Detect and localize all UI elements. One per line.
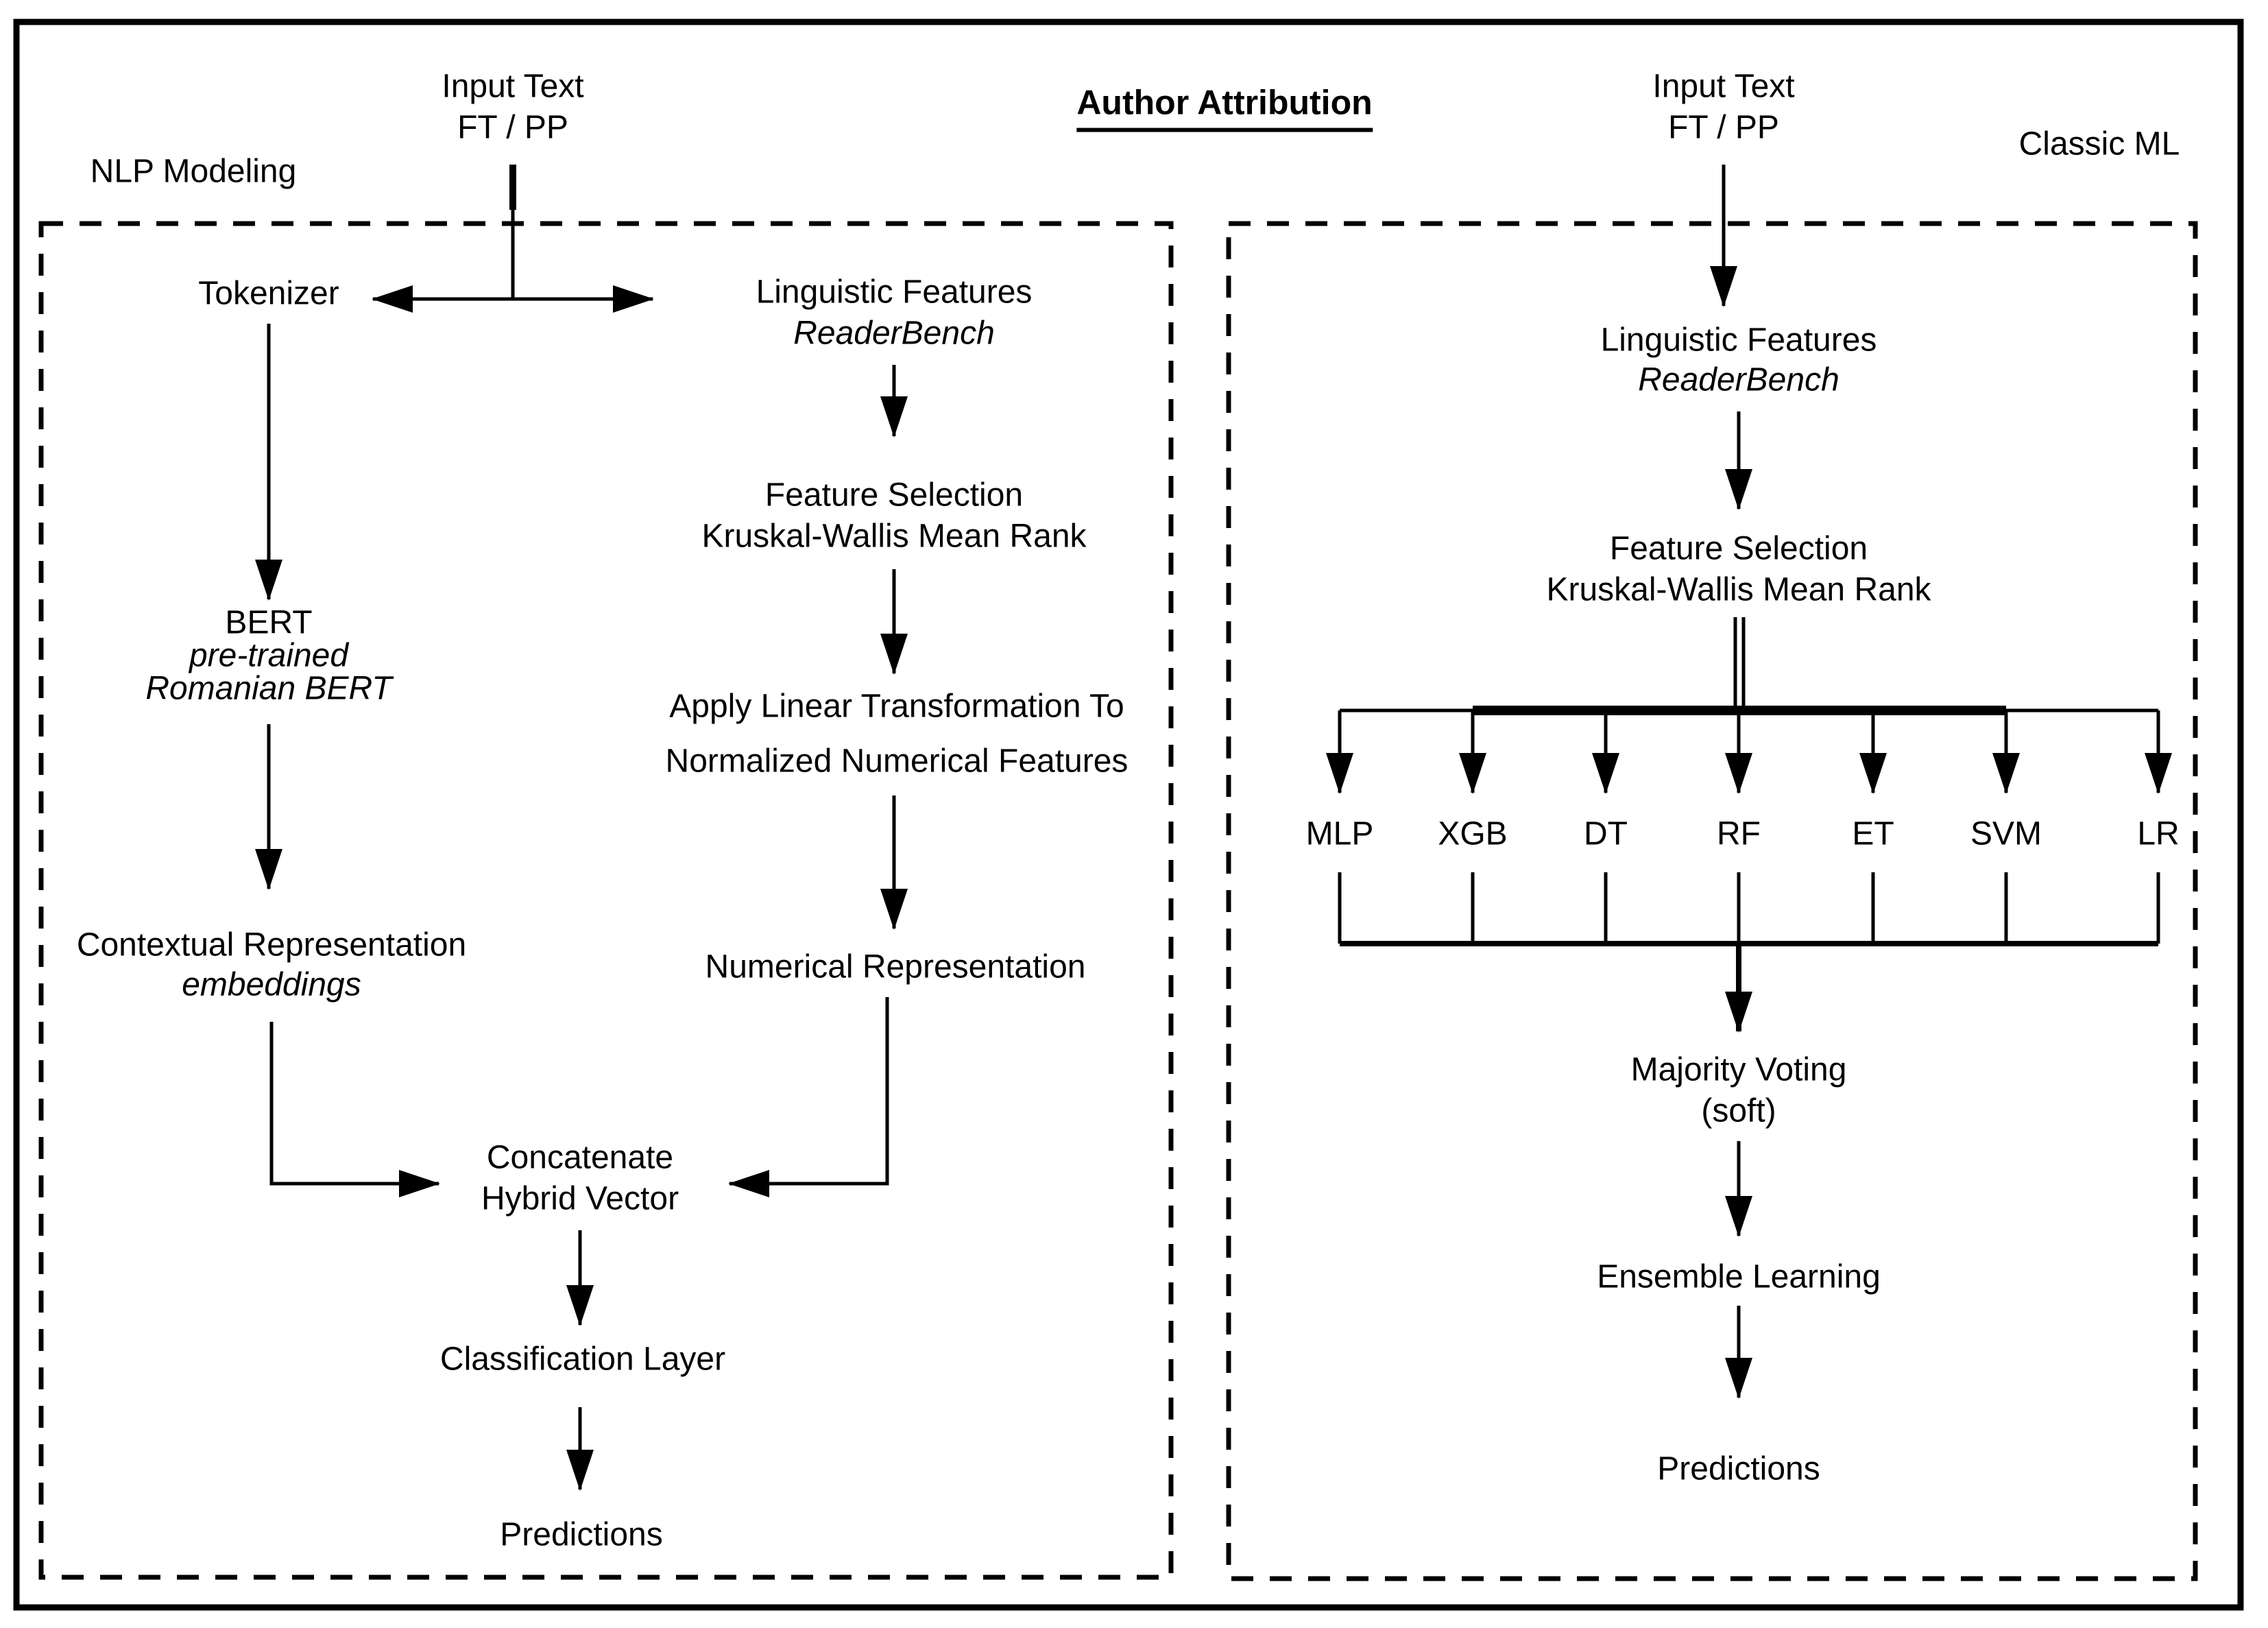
elbow-embeddings-to-concatenate: [269, 1022, 440, 1197]
right-panel-connectors: [1326, 165, 2172, 1399]
classifier-label-dt: DT: [1584, 815, 1628, 853]
classic-ml-panel-border: [1226, 221, 2198, 1581]
outer-border: [13, 19, 2244, 1611]
node-predictions-left: Predictions: [500, 1516, 663, 1554]
node-bert-line3: Romanian BERT: [145, 670, 392, 708]
node-linguistic-right-line2: ReaderBench: [1638, 361, 1839, 399]
left-input-text-line2: FT / PP: [457, 109, 568, 147]
node-bert-line2: pre-trained: [189, 637, 349, 675]
page-title: Author Attribution: [1076, 84, 1373, 132]
node-contextual-line2: embeddings: [182, 966, 361, 1004]
node-featuresel-left-line2: Kruskal-Wallis Mean Rank: [701, 518, 1087, 555]
node-linguistic-left-line2: ReaderBench: [793, 315, 995, 352]
left-panel-connectors: [255, 165, 908, 1491]
node-majority-voting-line1: Majority Voting: [1630, 1051, 1847, 1089]
node-featuresel-left-line1: Feature Selection: [764, 477, 1024, 514]
node-concatenate-line2: Hybrid Vector: [481, 1180, 679, 1218]
nlp-modeling-label: NLP Modeling: [90, 153, 297, 191]
node-featuresel-right-line1: Feature Selection: [1609, 530, 1868, 568]
classifier-label-mlp: MLP: [1305, 815, 1374, 853]
node-featuresel-right-line2: Kruskal-Wallis Mean Rank: [1546, 571, 1931, 609]
node-numerical-representation: Numerical Representation: [705, 948, 1086, 986]
classic-ml-label: Classic ML: [2018, 125, 2180, 163]
node-majority-voting-line2: (soft): [1701, 1092, 1776, 1130]
node-tokenizer: Tokenizer: [198, 275, 339, 313]
classifier-label-svm: SVM: [1970, 815, 2042, 853]
classifier-label-et: ET: [1852, 815, 1894, 853]
node-lineartransform-line2: Normalized Numerical Features: [665, 743, 1129, 780]
node-linguistic-left-line1: Linguistic Features: [756, 274, 1033, 311]
elbow-numerical-to-concatenate: [728, 997, 889, 1197]
node-linguistic-right-line1: Linguistic Features: [1600, 322, 1877, 359]
right-input-text-line2: FT / PP: [1668, 109, 1779, 147]
node-concatenate-line1: Concatenate: [486, 1139, 674, 1177]
left-input-text-line1: Input Text: [442, 68, 584, 106]
node-lineartransform-line1: Apply Linear Transformation To: [669, 688, 1124, 726]
node-classification-layer: Classification Layer: [439, 1341, 726, 1378]
right-input-text-line1: Input Text: [1652, 68, 1795, 106]
node-ensemble-learning: Ensemble Learning: [1597, 1258, 1881, 1296]
node-predictions-right: Predictions: [1657, 1450, 1820, 1488]
classifier-label-xgb: XGB: [1438, 815, 1508, 853]
classifier-label-lr: LR: [2137, 815, 2180, 853]
nlp-panel-border: [38, 221, 1174, 1580]
classifier-label-rf: RF: [1717, 815, 1761, 853]
node-contextual-line1: Contextual Representation: [76, 926, 467, 964]
node-bert-line1: BERT: [225, 604, 313, 642]
